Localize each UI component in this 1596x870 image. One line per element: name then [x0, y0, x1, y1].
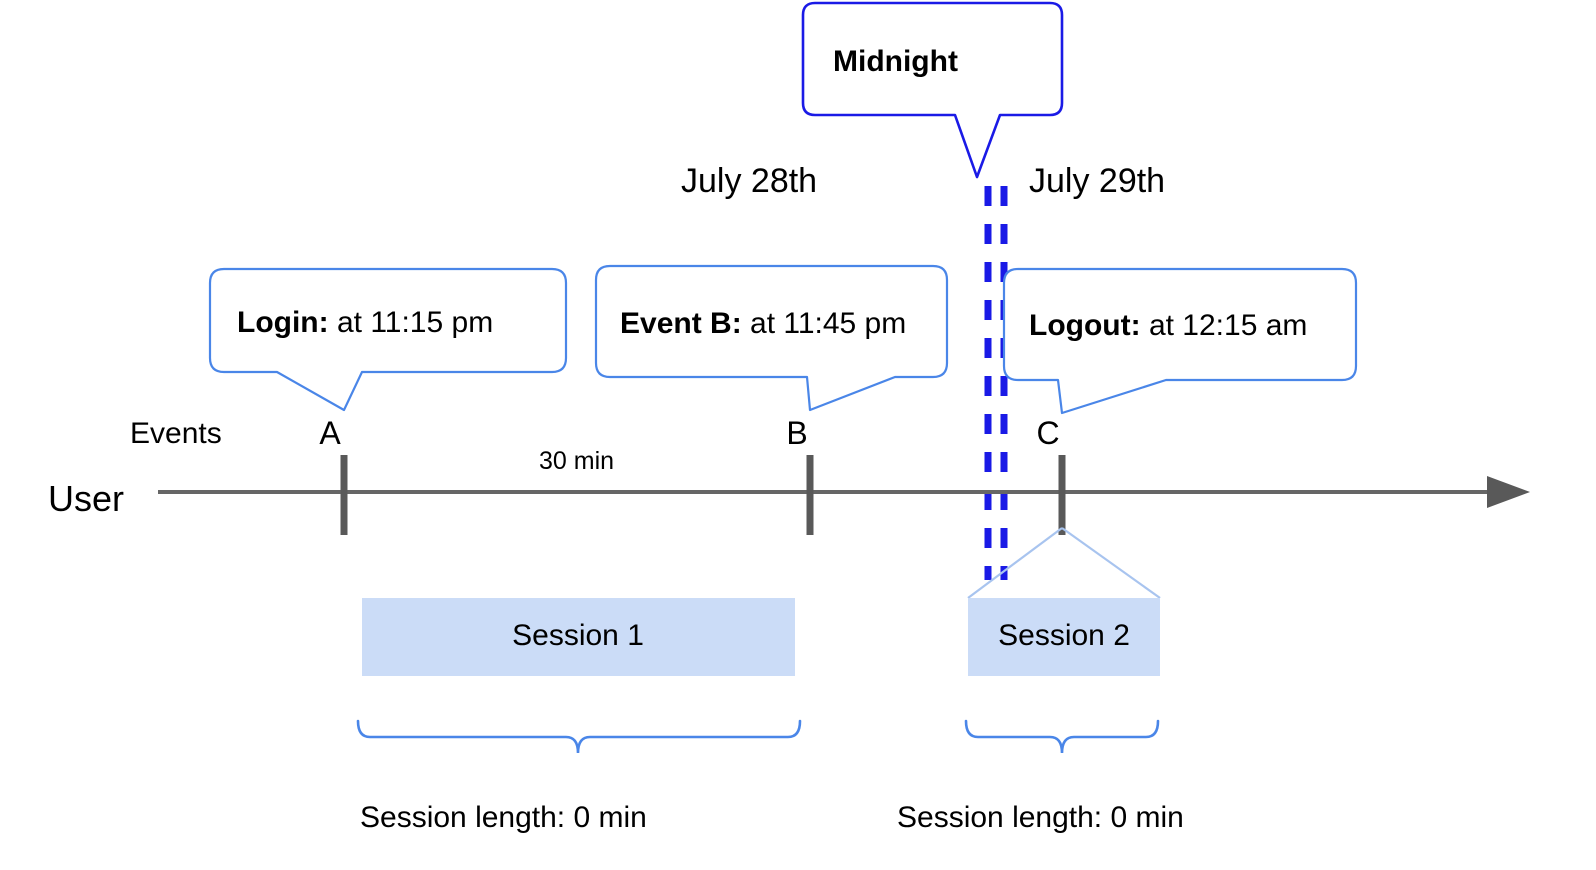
timeline-arrowhead-icon [1487, 476, 1530, 508]
login-callout-bubble [208, 267, 568, 412]
event-marker-a: A [319, 415, 341, 451]
login-callout: Login: at 11:15 pm [208, 267, 568, 412]
events-row-label: Events [130, 417, 222, 450]
midnight-callout-bubble [801, 1, 1064, 179]
session-1-label: Session 1 [512, 619, 644, 652]
event-b-callout: Event B: at 11:45 pm [594, 264, 949, 412]
session-2-label: Session 2 [998, 619, 1130, 652]
session-2-pointer-left-edge [967, 527, 1063, 599]
session-1-bar-rect [362, 598, 795, 676]
login-callout-rest: at 11:15 pm [329, 306, 494, 339]
session-2-pointer-right-edge [1061, 527, 1161, 599]
logout-callout-bubble [1002, 267, 1358, 415]
timeline-axis [158, 476, 1530, 508]
session-2-bar-rect [968, 598, 1160, 676]
event-b-callout-text: Event B: at 11:45 pm [620, 307, 906, 340]
session-1-brace [356, 719, 802, 754]
session-2-brace [964, 719, 1160, 754]
user-axis-label: User [48, 478, 124, 519]
event-b-callout-bubble [594, 264, 949, 412]
interval-label-30min: 30 min [539, 447, 614, 475]
session-1-bar: Session 1 [362, 598, 795, 676]
logout-callout: Logout: at 12:15 am [1002, 267, 1358, 415]
session-2-pointer [967, 527, 1161, 599]
date-label-right: July 29th [1029, 162, 1165, 200]
midnight-callout: Midnight [801, 1, 1064, 179]
logout-callout-bold: Logout: [1029, 309, 1141, 342]
logout-callout-text: Logout: at 12:15 am [1029, 309, 1307, 342]
logout-callout-rest: at 12:15 am [1141, 309, 1308, 342]
session-1-length-label: Session length: 0 min [360, 801, 647, 834]
event-marker-c: C [1036, 415, 1059, 451]
login-callout-text: Login: at 11:15 pm [237, 306, 493, 339]
session-2-length-label: Session length: 0 min [897, 801, 1184, 834]
date-label-left: July 28th [681, 162, 817, 200]
event-marker-b: B [786, 415, 807, 451]
session-2-bar: Session 2 [968, 598, 1160, 676]
event-b-callout-bold: Event B: [620, 307, 742, 340]
midnight-callout-label: Midnight [833, 45, 958, 78]
session-2-brace-path [964, 719, 1160, 754]
event-b-callout-rest: at 11:45 pm [742, 307, 907, 340]
session-1-brace-path [356, 719, 802, 754]
login-callout-bold: Login: [237, 306, 329, 339]
midnight-divider [984, 186, 1008, 580]
